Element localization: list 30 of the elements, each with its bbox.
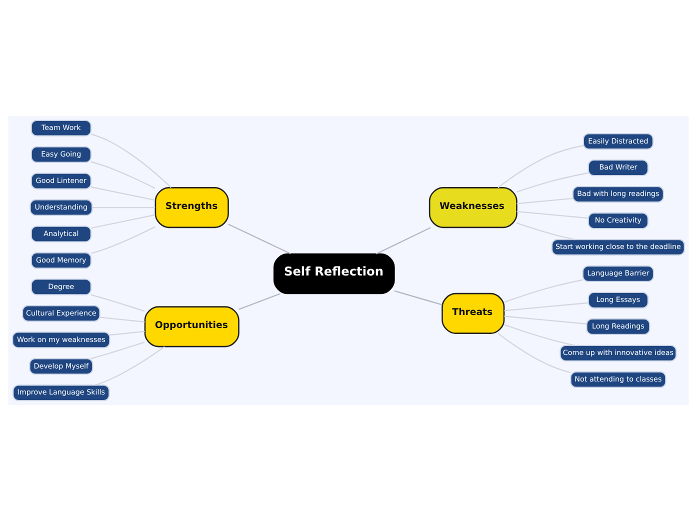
connector (110, 330, 145, 336)
node-box: Self Reflection (274, 252, 395, 294)
connector (394, 290, 442, 305)
connector (90, 214, 156, 228)
connector (228, 223, 291, 254)
node-box: Strengths (154, 186, 229, 228)
connector (90, 341, 145, 359)
connector (504, 315, 587, 324)
connector (516, 210, 588, 218)
connector (90, 186, 156, 200)
connector (238, 292, 280, 310)
connector (516, 197, 573, 204)
connector (376, 226, 431, 254)
node-box: Weaknesses (428, 186, 518, 228)
connector (90, 294, 145, 312)
connector (504, 324, 576, 346)
connector (498, 332, 571, 373)
node-box: Threats (442, 292, 505, 334)
connector (90, 160, 156, 188)
connector (516, 222, 576, 240)
connector (92, 206, 156, 208)
connector (95, 346, 165, 386)
connector (498, 144, 584, 188)
connector (516, 172, 588, 192)
node-box: Opportunities (144, 306, 240, 347)
connector (100, 316, 145, 322)
connector (90, 226, 156, 254)
connector (90, 133, 172, 188)
connector (504, 278, 583, 302)
connector (504, 302, 588, 311)
